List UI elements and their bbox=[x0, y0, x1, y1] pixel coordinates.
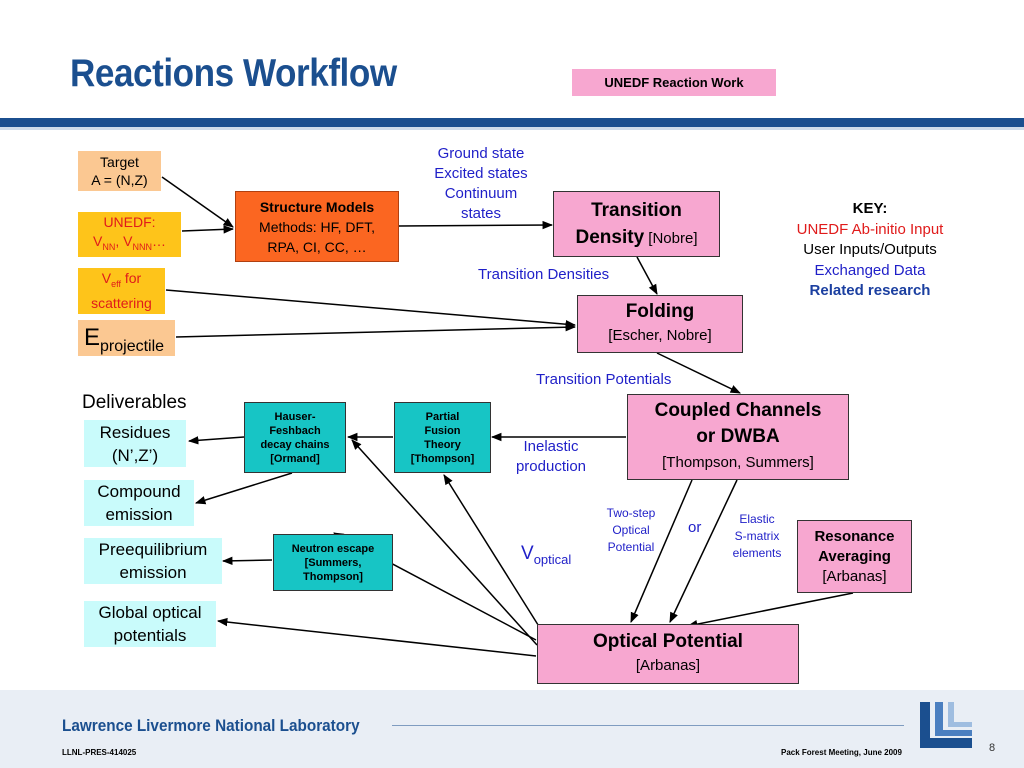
arrow-transition-folding bbox=[636, 256, 658, 295]
inelastic-label: Inelastic production bbox=[515, 438, 587, 475]
arrow-hauser-residues bbox=[187, 436, 245, 445]
v-optical-label: Voptical bbox=[521, 543, 572, 567]
global-optical-box: Global optical potentials bbox=[84, 601, 216, 647]
slide-title: Reactions Workflow bbox=[70, 52, 397, 95]
arrow-optical-global bbox=[216, 617, 537, 657]
states-label: Ground state Excited states Continuum st… bbox=[434, 145, 528, 222]
arrow-optical-partial bbox=[443, 474, 541, 629]
folding-box: Folding [Escher, Nobre] bbox=[577, 295, 743, 353]
page-number: 8 bbox=[989, 742, 996, 754]
llnl-logo bbox=[920, 702, 972, 748]
unedf-tag: UNEDF Reaction Work bbox=[572, 69, 776, 96]
pres-id: LLNL-PRES-414025 bbox=[62, 748, 137, 757]
arrow-target-structure bbox=[161, 176, 234, 228]
target-box: Target A = (N,Z) bbox=[78, 151, 161, 191]
deliverables-heading: Deliverables bbox=[82, 392, 187, 413]
optical-potential-box: Optical Potential [Arbanas] bbox=[537, 624, 799, 684]
transition-densities-label: Transition Densities bbox=[478, 266, 610, 283]
meeting-label: Pack Forest Meeting, June 2009 bbox=[781, 748, 902, 757]
veff-input-box: Veff for scattering bbox=[78, 268, 165, 314]
key-legend: KEY: UNEDF Ab-initio Input User Inputs/O… bbox=[796, 200, 944, 299]
structure-models-box: Structure Models Methods: HF, DFT, RPA, … bbox=[235, 191, 399, 262]
header-divider-light bbox=[0, 127, 1024, 130]
preequilibrium-box: Preequilibrium emission bbox=[84, 538, 222, 584]
arrow-optical-hauser bbox=[351, 439, 538, 646]
arrow-veff-folding bbox=[165, 289, 577, 329]
residues-box: Residues (N’,Z’) bbox=[84, 420, 186, 467]
arrow-hauser-compound bbox=[194, 472, 293, 505]
arrow-structure-transition bbox=[398, 220, 554, 230]
neutron-escape-box: Neutron escape[Summers,Thompson] bbox=[273, 534, 393, 591]
unedf-input-box: UNEDF: VNN, VNNN… bbox=[78, 212, 181, 257]
lab-name: Lawrence Livermore National Laboratory bbox=[62, 716, 360, 735]
compound-emission-box: Compound emission bbox=[84, 480, 194, 526]
arrow-eproj-folding bbox=[175, 323, 577, 338]
arrow-unedf-structure bbox=[181, 225, 235, 234]
arrow-neutron-preeq bbox=[221, 556, 273, 566]
resonance-averaging-box: Resonance Averaging [Arbanas] bbox=[797, 520, 912, 593]
footer-rule bbox=[392, 725, 904, 726]
footer-background bbox=[0, 690, 1024, 768]
transition-density-box: Transition Density [Nobre] bbox=[553, 191, 720, 257]
arrow-resonance-optical bbox=[686, 592, 854, 629]
header-divider bbox=[0, 118, 1024, 127]
or-label: or bbox=[688, 519, 702, 536]
arrow-coupled-optical-twostep bbox=[630, 479, 693, 623]
coupled-channels-box: Coupled Channels or DWBA [Thompson, Summ… bbox=[627, 394, 849, 480]
arrow-folding-coupled bbox=[656, 352, 741, 394]
transition-potentials-label: Transition Potentials bbox=[536, 371, 672, 388]
arrow-coupled-optical-elastic bbox=[669, 479, 738, 623]
